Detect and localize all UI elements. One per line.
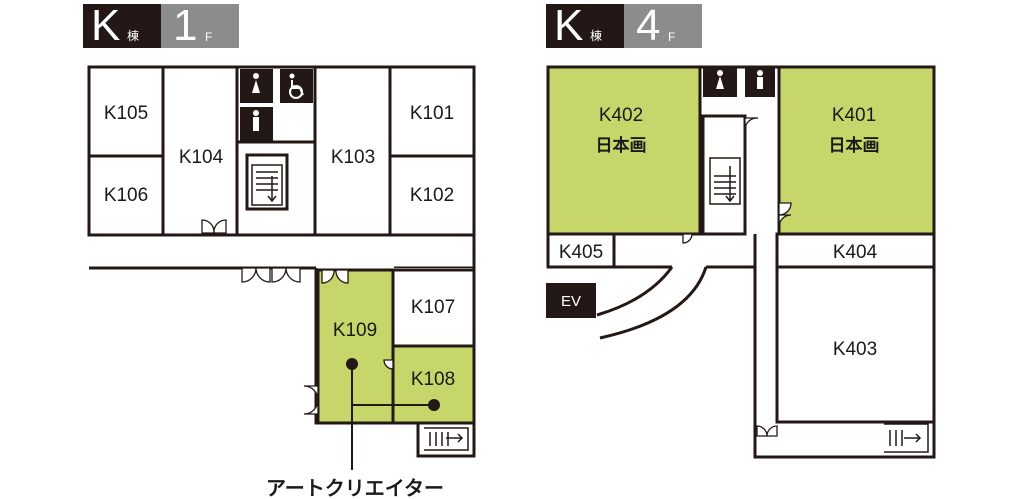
building-letter: K — [554, 1, 584, 50]
room-label-k405: K405 — [559, 242, 603, 263]
stair-box-upper — [245, 153, 289, 211]
building-suffix: 棟 — [127, 29, 140, 43]
door-swing-icon — [682, 117, 792, 437]
room-labels-1f: K105 K106 K104 K103 K101 K102 K109 K107 … — [104, 103, 455, 499]
floor-number: 4 — [636, 1, 661, 50]
room-label-k109: K109 — [333, 320, 377, 341]
toilet-icons-1f — [240, 69, 313, 141]
floor-1-plan — [87, 65, 476, 458]
room-label-k401: K401 — [832, 105, 876, 126]
curved-corridor-wall — [599, 266, 708, 340]
room-label-k105: K105 — [104, 103, 148, 124]
toilet-icons-4f — [703, 67, 775, 97]
floor-4-plan — [546, 65, 936, 459]
floor-badge-4f: K 棟 4 F — [546, 1, 702, 50]
building-suffix: 棟 — [590, 29, 603, 43]
floor-badge-1f: K 棟 1 F — [83, 1, 239, 50]
room-label-k104: K104 — [179, 147, 224, 168]
room-k103[interactable] — [313, 65, 392, 237]
room-k402[interactable] — [546, 65, 702, 236]
room-label-k402: K402 — [599, 105, 643, 126]
room-k401[interactable] — [777, 65, 936, 236]
door-swing-icon — [201, 219, 394, 415]
floor-suffix: F — [668, 30, 676, 44]
room-k106[interactable] — [87, 154, 165, 237]
room-label-k103: K103 — [331, 147, 375, 168]
floor-number: 1 — [173, 1, 198, 50]
floor-suffix: F — [205, 30, 213, 44]
room-label-k107: K107 — [411, 297, 455, 318]
room-k109[interactable] — [318, 270, 393, 423]
corridor-wall-right — [753, 234, 936, 459]
ev-label: EV — [561, 293, 581, 310]
room-labels-4f: K402 日本画 K401 日本画 K405 K404 K403 — [559, 105, 880, 360]
room-label-k403: K403 — [833, 339, 877, 360]
stairs-icon — [251, 164, 283, 206]
callout-label: アートクリエイター — [266, 476, 444, 499]
floor-number-cell: 1 F — [161, 1, 239, 50]
building-letter-cell: K 棟 — [546, 1, 624, 50]
room-k405[interactable] — [546, 232, 616, 269]
room-use-k402: 日本画 — [596, 135, 647, 156]
room-label-k102: K102 — [410, 185, 454, 206]
room-label-k404: K404 — [833, 242, 878, 263]
floor-number-cell: 4 F — [624, 1, 702, 50]
stairs-icon — [884, 423, 929, 453]
elevator-icon — [546, 283, 596, 318]
stairs-icon — [709, 157, 741, 205]
curved-corridor-wall — [596, 266, 674, 317]
room-use-k401: 日本画 — [829, 135, 880, 156]
building-letter-cell: K 棟 — [83, 1, 161, 50]
room-label-k106: K106 — [104, 185, 148, 206]
room-label-k101: K101 — [410, 103, 454, 124]
callout-markers — [346, 358, 440, 470]
building-letter: K — [91, 1, 121, 50]
room-label-k108: K108 — [411, 369, 455, 390]
room-k403[interactable] — [775, 265, 936, 424]
stairs-icon — [424, 427, 469, 451]
